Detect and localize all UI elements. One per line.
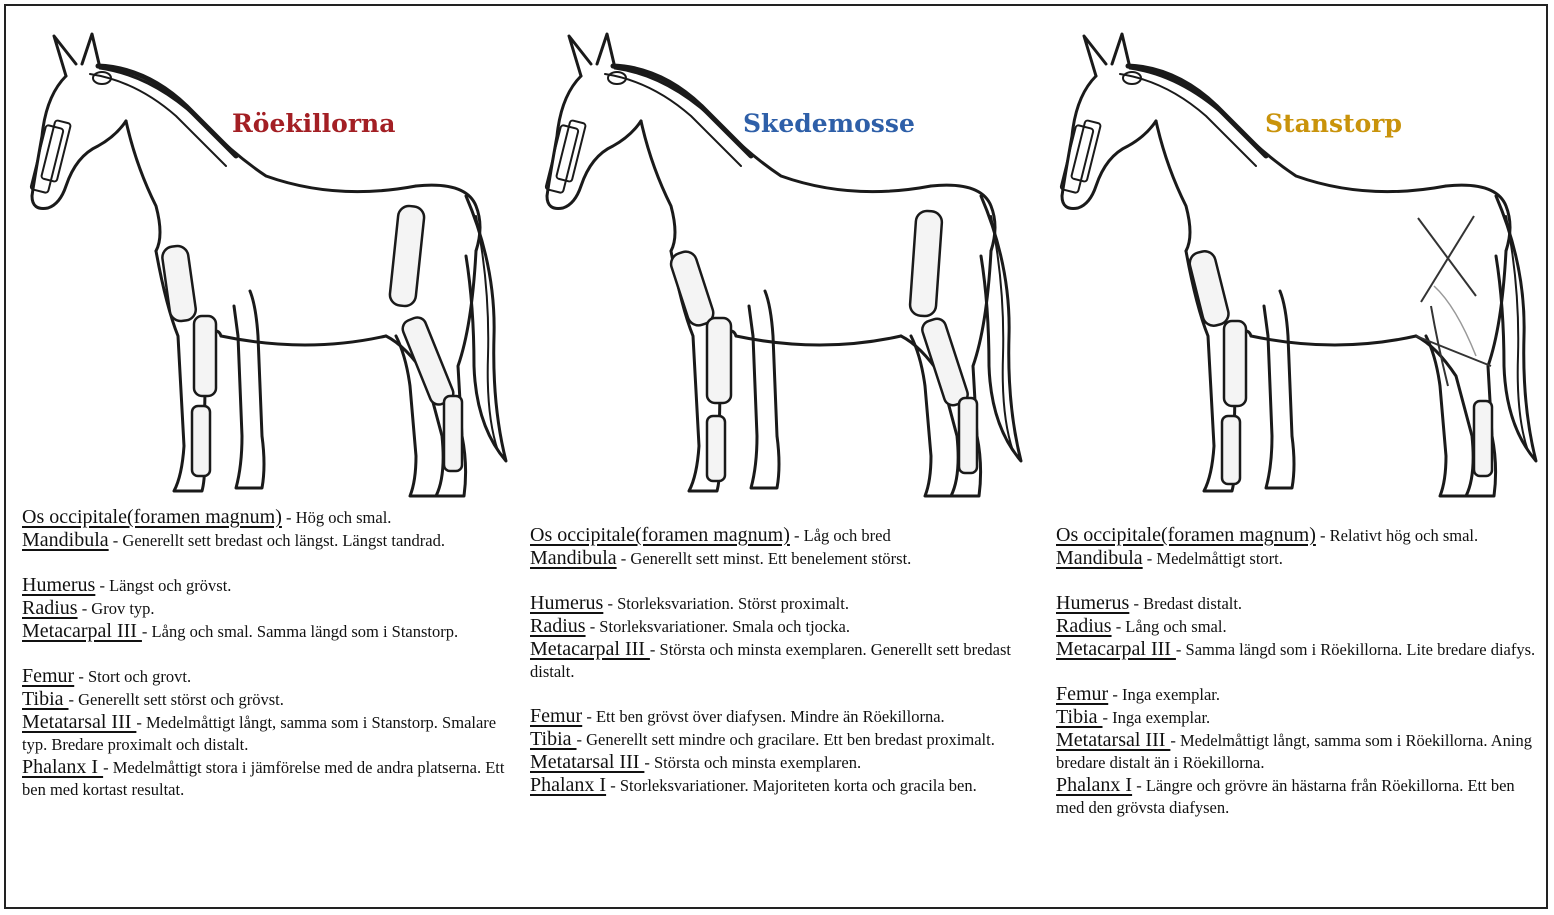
note-phalanx: Phalanx I - Längre och grövre än hästarn… xyxy=(1056,774,1541,819)
note-phalanx: Phalanx I - Medelmåttigt stora i jämföre… xyxy=(22,756,507,801)
note-mandibula: Mandibula - Generellt sett minst. Ett be… xyxy=(530,547,1030,570)
bone-notes: Os occipitale(foramen magnum) - Hög och … xyxy=(22,506,507,801)
bone-notes: Os occipitale(foramen magnum) - Låg och … xyxy=(530,524,1030,797)
crossed-out-femur-tibia xyxy=(1416,216,1491,386)
note-metatarsal: Metatarsal III - Medelmåttigt långt, sam… xyxy=(22,711,507,756)
metacarpal-bone xyxy=(1222,416,1240,484)
humerus-bone xyxy=(668,249,716,328)
metatarsal-bone xyxy=(444,396,462,471)
femur-bone xyxy=(389,205,425,307)
panel-roekillorna: Röekillorna Os occipitale(foramen magnum… xyxy=(6,6,516,907)
note-tibia: Tibia - Inga exemplar. xyxy=(1056,706,1541,729)
note-metacarpal: Metacarpal III - Samma längd som i Röeki… xyxy=(1056,638,1541,661)
note-mandibula: Mandibula - Generellt sett bredast och l… xyxy=(22,529,507,552)
note-tibia: Tibia - Generellt sett mindre och gracil… xyxy=(530,728,1030,751)
note-phalanx: Phalanx I - Storleksvariationer. Majorit… xyxy=(530,774,1030,797)
note-humerus: Humerus - Längst och grövst. xyxy=(22,574,507,597)
tibia-bone xyxy=(920,316,970,407)
note-tibia: Tibia - Generellt sett störst och grövst… xyxy=(22,688,507,711)
metacarpal-bone xyxy=(192,406,210,476)
note-humerus: Humerus - Storleksvariation. Störst prox… xyxy=(530,592,1030,615)
note-os-occipitale: Os occipitale(foramen magnum) - Hög och … xyxy=(22,506,507,529)
note-humerus: Humerus - Bredast distalt. xyxy=(1056,592,1541,615)
note-metacarpal: Metacarpal III - Lång och smal. Samma lä… xyxy=(22,620,507,643)
note-mandibula: Mandibula - Medelmåttigt stort. xyxy=(1056,547,1541,570)
humerus-bone xyxy=(161,245,197,323)
femur-bone xyxy=(909,210,942,317)
note-metacarpal: Metacarpal III - Största och minsta exem… xyxy=(530,638,1030,683)
figure-frame: Röekillorna Os occipitale(foramen magnum… xyxy=(4,4,1548,909)
site-title: Skedemosse xyxy=(743,109,915,138)
bone-notes: Os occipitale(foramen magnum) - Relativt… xyxy=(1056,524,1541,819)
note-radius: Radius - Grov typ. xyxy=(22,597,507,620)
metacarpal-bone xyxy=(707,416,725,481)
horse-drawing xyxy=(1036,6,1546,511)
site-title: Stanstorp xyxy=(1265,109,1402,138)
horse-drawing xyxy=(6,6,516,511)
horse-drawing xyxy=(516,6,1036,511)
note-os-occipitale: Os occipitale(foramen magnum) - Relativt… xyxy=(1056,524,1541,547)
note-femur: Femur - Inga exemplar. xyxy=(1056,683,1541,706)
note-metatarsal: Metatarsal III - Största och minsta exem… xyxy=(530,751,1030,774)
radius-bone xyxy=(707,318,731,403)
radius-bone xyxy=(1224,321,1246,406)
site-title: Röekillorna xyxy=(232,109,395,138)
note-femur: Femur - Stort och grovt. xyxy=(22,665,507,688)
radius-bone xyxy=(194,316,216,396)
panel-stanstorp: Stanstorp Os occipitale(foramen magnum) … xyxy=(1036,6,1546,907)
metatarsal-bone xyxy=(959,398,977,473)
panel-skedemosse: Skedemosse Os occipitale(foramen magnum)… xyxy=(516,6,1036,907)
note-radius: Radius - Storleksvariationer. Smala och … xyxy=(530,615,1030,638)
note-metatarsal: Metatarsal III - Medelmåttigt långt, sam… xyxy=(1056,729,1541,774)
note-radius: Radius - Lång och smal. xyxy=(1056,615,1541,638)
metatarsal-bone xyxy=(1474,401,1492,476)
tibia-bone xyxy=(400,315,456,407)
note-femur: Femur - Ett ben grövst över diafysen. Mi… xyxy=(530,705,1030,728)
note-os-occipitale: Os occipitale(foramen magnum) - Låg och … xyxy=(530,524,1030,547)
